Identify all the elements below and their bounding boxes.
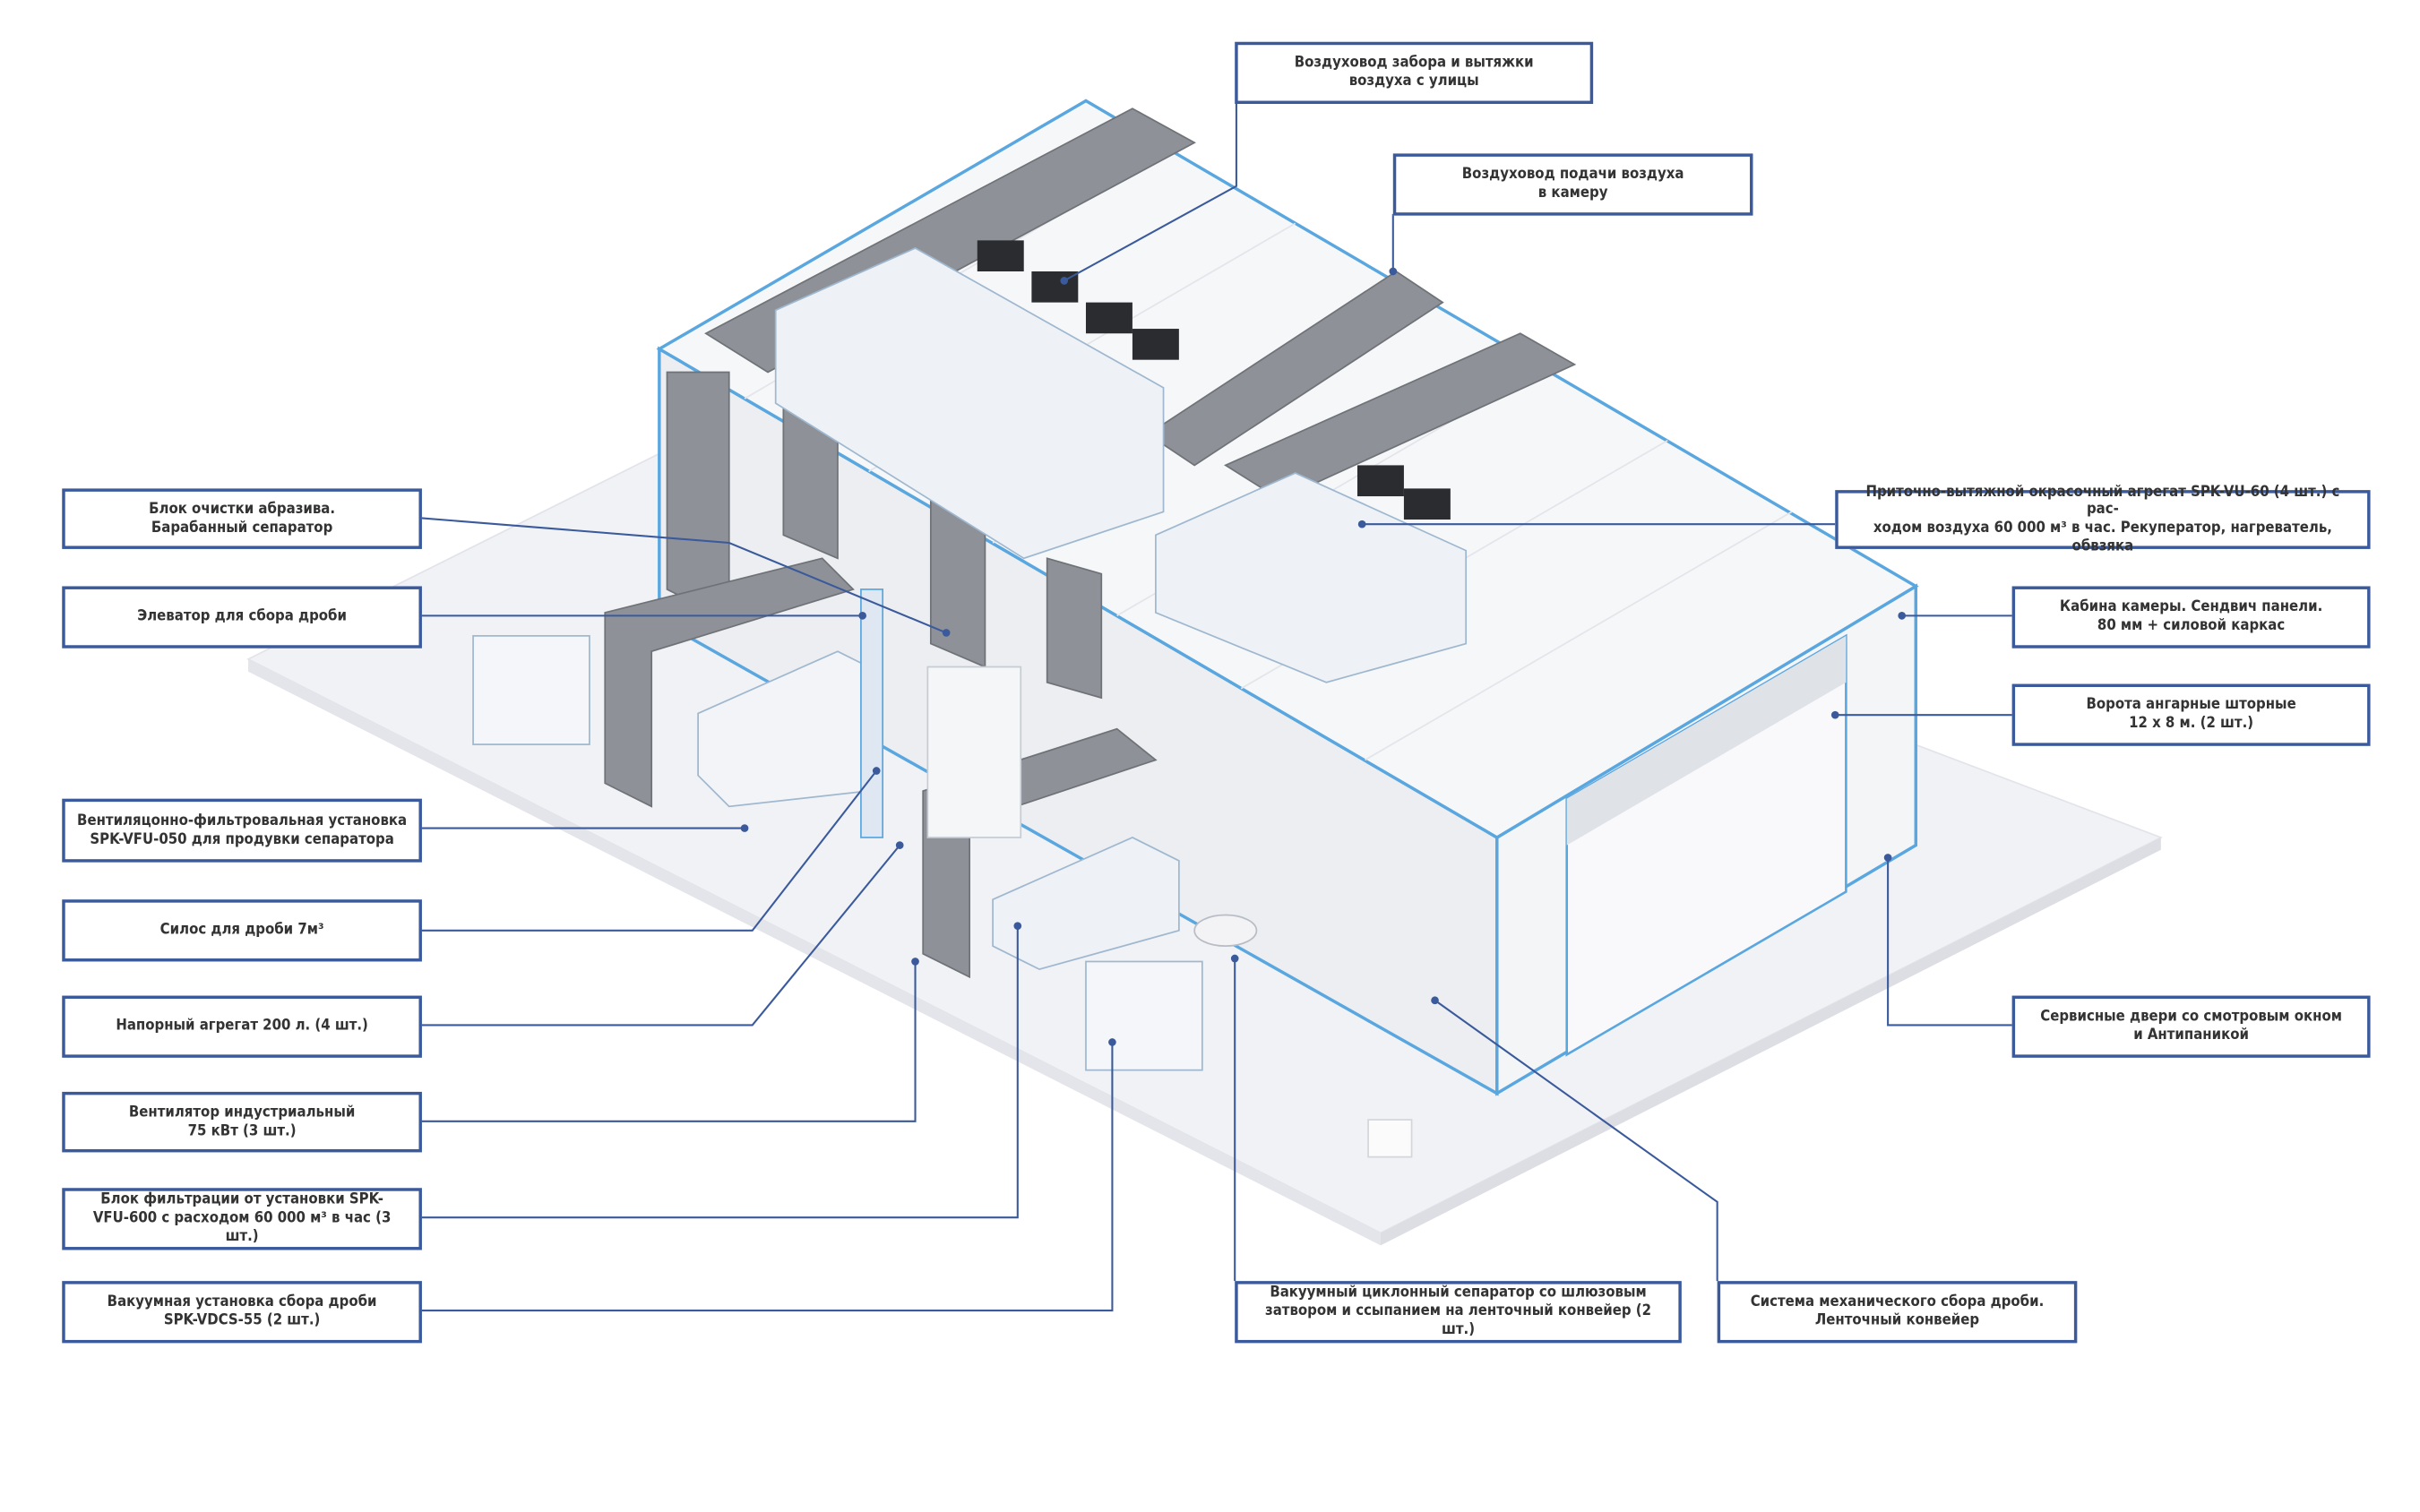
callout-hangar-gates: Ворота ангарные шторные 12 х 8 м. (2 шт.… bbox=[2011, 683, 2371, 746]
vacuum-unit bbox=[472, 635, 590, 745]
leader-lines bbox=[420, 102, 2012, 1312]
callout-elevator: Элеватор для сбора дроби bbox=[62, 586, 422, 649]
supply-exhaust-unit bbox=[774, 247, 1165, 560]
callout-cyclone-separator: Вакуумный циклонный сепаратор со шлюзовы… bbox=[1235, 1281, 1682, 1344]
cyclone-separator bbox=[1193, 914, 1258, 948]
crate bbox=[1367, 1119, 1413, 1158]
callout-pressure-unit: Напорный агрегат 200 л. (4 шт.) bbox=[62, 995, 422, 1058]
hangar-gate bbox=[1566, 635, 1847, 846]
callout-silo: Силос для дроби 7м³ bbox=[62, 899, 422, 962]
vacuum-unit-2 bbox=[1085, 960, 1203, 1071]
silo bbox=[926, 666, 1022, 838]
floor-edge bbox=[248, 658, 1381, 1246]
callout-abrasive-cleaning: Блок очистки абразива. Барабанный сепара… bbox=[62, 488, 422, 549]
filter-block bbox=[992, 836, 1180, 971]
callout-fan: Вентилятор индустриальный 75 кВт (3 шт.) bbox=[62, 1091, 422, 1153]
callout-supply-duct: Воздуховод подачи воздуха в камеру bbox=[1392, 153, 1753, 216]
callout-vent-filter-unit: Вентиляцонно-фильтровальная установка SP… bbox=[62, 798, 422, 863]
leader-dots bbox=[740, 267, 1907, 1046]
elevator bbox=[860, 588, 884, 838]
callout-service-doors: Сервисные двери со смотровым окном и Ант… bbox=[2011, 995, 2371, 1058]
supply-exhaust-unit-2 bbox=[1155, 472, 1468, 683]
callout-intake-duct: Воздуховод забора и вытяжки воздуха с ул… bbox=[1235, 41, 1594, 105]
callout-booth-cabin: Кабина камеры. Сендвич панели. 80 мм + с… bbox=[2011, 586, 2371, 649]
callout-conveyor-system: Система механического сбора дроби. Ленто… bbox=[1717, 1281, 2078, 1344]
callout-supply-exhaust-unit: Приточно-вытяжной окрасочный агрегат SPK… bbox=[1835, 483, 2371, 554]
callout-vacuum-unit: Вакуумная установка сбора дроби SPK-VDCS… bbox=[62, 1281, 422, 1344]
callout-filter-block: Блок фильтрации от установки SPK- VFU-60… bbox=[62, 1188, 422, 1250]
